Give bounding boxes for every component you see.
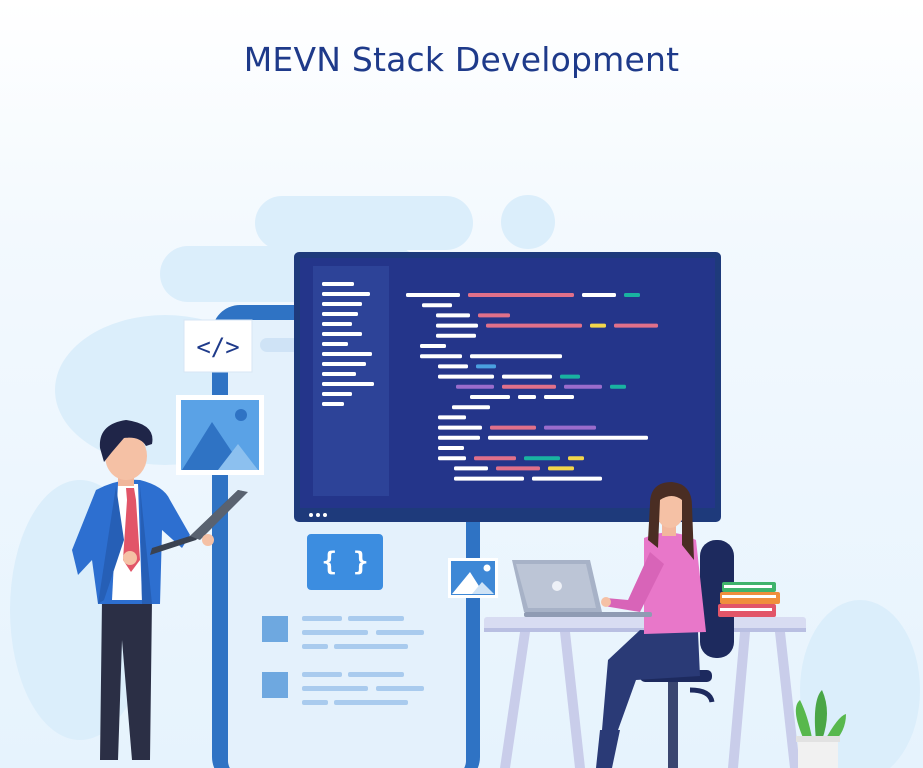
sidebar-line bbox=[322, 292, 370, 296]
code-line-segment bbox=[452, 405, 490, 410]
sidebar-line bbox=[322, 362, 366, 366]
sidebar-line bbox=[322, 302, 362, 306]
code-tag-icon: </> bbox=[196, 333, 239, 361]
code-line-segment bbox=[496, 466, 540, 471]
code-line-segment bbox=[470, 395, 510, 399]
code-line-segment bbox=[468, 293, 574, 297]
code-line-segment bbox=[438, 364, 468, 369]
sidebar-line bbox=[322, 392, 352, 396]
code-line-segment bbox=[438, 425, 482, 430]
code-line-segment bbox=[406, 293, 460, 297]
code-line-segment bbox=[532, 476, 602, 481]
code-line-segment bbox=[624, 293, 640, 297]
woman-at-desk bbox=[596, 482, 734, 768]
man-with-laptop bbox=[72, 420, 248, 760]
image-icon bbox=[176, 395, 264, 475]
sidebar-line bbox=[322, 312, 358, 316]
sidebar-line bbox=[322, 342, 348, 346]
code-line-segment bbox=[436, 313, 470, 318]
code-tag-card bbox=[183, 319, 253, 373]
code-line-segment bbox=[438, 435, 480, 440]
code-line-segment bbox=[610, 384, 626, 389]
code-line-segment bbox=[420, 344, 446, 348]
code-line-segment bbox=[456, 384, 494, 389]
code-line-segment bbox=[518, 395, 536, 399]
code-line-segment bbox=[436, 323, 478, 328]
sidebar-line bbox=[322, 372, 356, 376]
code-line-segment bbox=[582, 293, 616, 297]
page-title: MEVN Stack Development bbox=[243, 40, 680, 79]
sidebar-line bbox=[322, 332, 362, 336]
braces-card bbox=[307, 534, 383, 590]
code-line-segment bbox=[438, 456, 466, 461]
sidebar-line bbox=[322, 382, 374, 386]
code-line-segment bbox=[488, 435, 648, 440]
code-line-segment bbox=[420, 354, 462, 359]
potted-plant bbox=[795, 690, 846, 768]
code-line-segment bbox=[438, 446, 464, 450]
desk-laptop bbox=[512, 560, 652, 617]
code-line-segment bbox=[438, 415, 466, 420]
code-line-segment bbox=[438, 374, 494, 379]
code-line-segment bbox=[564, 384, 602, 389]
code-line-segment bbox=[478, 313, 510, 318]
code-line-segment bbox=[502, 374, 552, 379]
code-line-segment bbox=[544, 425, 596, 430]
sidebar-line bbox=[322, 352, 372, 356]
code-line-segment bbox=[470, 354, 562, 359]
code-line-segment bbox=[476, 364, 496, 369]
code-line-segment bbox=[486, 323, 582, 328]
code-line-segment bbox=[524, 456, 560, 461]
code-line-segment bbox=[436, 333, 476, 338]
sidebar-line bbox=[322, 322, 352, 326]
code-line-segment bbox=[454, 466, 488, 471]
code-line-segment bbox=[454, 476, 524, 481]
code-line-segment bbox=[474, 456, 516, 461]
books-stack bbox=[718, 582, 780, 617]
sidebar-line bbox=[322, 282, 354, 286]
code-line-segment bbox=[614, 323, 658, 328]
code-line-segment bbox=[568, 456, 584, 461]
code-line-segment bbox=[502, 384, 556, 389]
braces-icon: { } bbox=[322, 547, 369, 577]
code-line-segment bbox=[548, 466, 574, 471]
code-line-segment bbox=[590, 323, 606, 328]
code-monitor bbox=[294, 252, 721, 522]
code-line-segment bbox=[490, 425, 536, 430]
code-line-segment bbox=[560, 374, 580, 379]
code-line-segment bbox=[544, 395, 574, 399]
sidebar-line bbox=[322, 402, 344, 406]
code-line-segment bbox=[422, 303, 452, 308]
